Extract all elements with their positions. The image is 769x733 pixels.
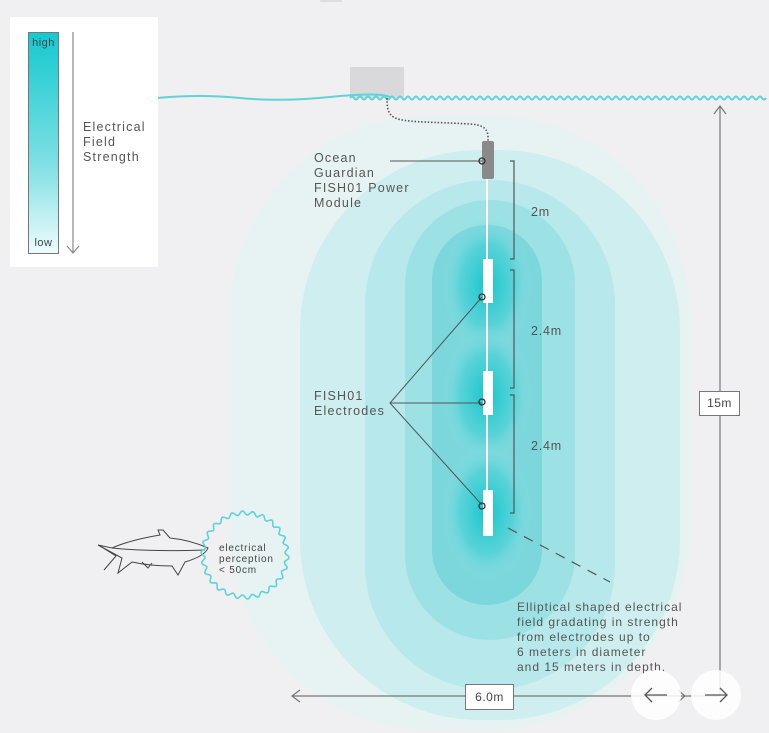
legend-panel: high low Electrical Field Strength	[10, 17, 158, 267]
bracket-2-4m-a	[510, 269, 515, 389]
electrical-field	[230, 115, 690, 730]
electrode-1-connector-icon	[478, 293, 486, 301]
arrow-right-icon	[705, 687, 728, 703]
shark-icon	[97, 529, 209, 576]
diameter-dimension-box: 6.0m	[465, 684, 514, 710]
water-surface-line	[156, 93, 391, 101]
electrode-1	[483, 259, 493, 303]
electrode-2	[483, 371, 493, 415]
legend-low-label: low	[34, 237, 53, 249]
field-description: Elliptical shaped electrical field grada…	[517, 600, 683, 674]
legend-title: Electrical Field Strength	[83, 120, 146, 164]
next-button[interactable]	[691, 670, 741, 720]
power-module-label: Ocean Guardian FISH01 Power Module	[314, 151, 410, 210]
legend-high-label: high	[32, 37, 55, 49]
field-description-pointer	[507, 527, 611, 583]
depth-arrow-head-icon	[713, 105, 727, 115]
power-module	[482, 141, 494, 179]
depth-dimension-box: 15m	[699, 391, 740, 416]
bracket-2m	[510, 160, 515, 260]
dimension-2-4m-a: 2.4m	[531, 324, 562, 338]
electrode-3-connector-icon	[478, 502, 486, 510]
electrodes-label: FISH01 Electrodes	[314, 389, 386, 418]
shark-perception-label: electrical perception < 50cm	[219, 543, 274, 576]
legend-arrow-icon	[66, 32, 80, 254]
top-handle	[320, 0, 342, 2]
electrode-3	[483, 490, 493, 536]
electrode-2-connector-icon	[478, 398, 486, 406]
legend-gradient-bar: high low	[28, 32, 59, 254]
perception-radius-circle	[200, 510, 290, 600]
previous-button[interactable]	[631, 670, 681, 720]
water-surface-wave	[349, 95, 767, 101]
bracket-2-4m-b	[510, 394, 515, 514]
dimension-2m: 2m	[531, 205, 550, 219]
arrow-left-icon	[644, 687, 667, 703]
buoy	[350, 67, 404, 98]
tether-cable	[386, 97, 489, 143]
power-module-connector-icon	[478, 157, 486, 165]
diameter-arrow-head-left-icon	[291, 689, 301, 703]
dimension-2-4m-b: 2.4m	[531, 439, 562, 453]
